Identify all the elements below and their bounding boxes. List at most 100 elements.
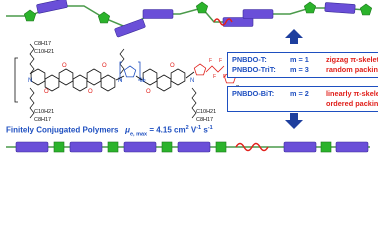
naphthalene-rect bbox=[177, 141, 211, 153]
alkyl-label: C8H17 bbox=[196, 117, 213, 123]
fluorine-atom: F bbox=[213, 74, 216, 80]
repeat-bracket bbox=[138, 61, 141, 81]
alkyl-label: C10H21 bbox=[34, 49, 54, 55]
bottom-info-box: PNBDO-BiT: m = 2 linearly π-skeleton ord… bbox=[227, 86, 378, 112]
bithiophene-square bbox=[215, 141, 227, 153]
benzene-ring bbox=[142, 68, 158, 86]
alkyl-chain bbox=[119, 48, 125, 75]
oxygen-atom: O bbox=[146, 89, 151, 95]
bond bbox=[115, 75, 125, 81]
naphthalene-unit bbox=[114, 18, 146, 38]
oxygen-atom: O bbox=[102, 63, 107, 69]
bond bbox=[185, 71, 195, 79]
naphthalene-rect bbox=[335, 141, 369, 153]
thiophene-pentagon bbox=[359, 3, 373, 16]
mobility-subscript: e, max bbox=[129, 131, 148, 138]
naphthalene-unit bbox=[142, 9, 174, 19]
skeleton-desc: zigzag π-skeleton bbox=[326, 55, 378, 64]
polymer-name: PNBDO-TriT: bbox=[232, 65, 276, 74]
alkyl-label: C10H21 bbox=[34, 109, 54, 115]
naphthalene-rect bbox=[114, 18, 146, 38]
alkyl-label: C8H17 bbox=[34, 117, 51, 123]
unit-volt: V bbox=[188, 125, 197, 135]
top-info-box: PNBDO-T: m = 1 zigzag π-skeleton PNBDO-T… bbox=[227, 52, 378, 78]
chain-backbone bbox=[6, 5, 367, 29]
thiophene-pentagon bbox=[23, 9, 37, 22]
mobility-caption: Finitely Conjugated Polymers μe, max = 4… bbox=[6, 125, 213, 137]
naphthalene-unit bbox=[242, 9, 274, 19]
up-arrow bbox=[285, 29, 303, 44]
alkyl-label: C8H17 bbox=[34, 41, 51, 47]
oxygen-atom: O bbox=[170, 63, 175, 69]
polymer-name: PNBDO-BiT: bbox=[232, 89, 275, 98]
packing-desc: random packing bbox=[326, 65, 378, 74]
oxygen-atom: O bbox=[62, 63, 67, 69]
repeat-count: m = 1 bbox=[290, 55, 309, 64]
naphthalene-rect bbox=[123, 141, 157, 153]
thiophene-pentagon bbox=[195, 1, 209, 14]
flexible-linker bbox=[235, 142, 269, 152]
naphthalene-rect bbox=[142, 9, 174, 19]
polymer-name: PNBDO-T: bbox=[232, 55, 267, 64]
naphthalene-rect bbox=[69, 141, 103, 153]
bottom-polymer-chain bbox=[6, 141, 370, 153]
caption-title: Finitely Conjugated Polymers bbox=[6, 125, 119, 135]
bithiophene-square bbox=[320, 141, 332, 153]
bithiophene-square bbox=[107, 141, 119, 153]
bond bbox=[135, 75, 143, 81]
benzene-ring bbox=[72, 74, 88, 92]
fluorine-atom: F bbox=[219, 58, 222, 64]
repeat-bracket bbox=[119, 61, 122, 81]
flexible-linker bbox=[213, 18, 233, 26]
repeat-m-label: m bbox=[141, 78, 146, 84]
fluoro-linker bbox=[205, 65, 225, 73]
thiophene-ring bbox=[193, 63, 207, 76]
bithiophene-square bbox=[53, 141, 65, 153]
thiophene-ring bbox=[123, 65, 137, 78]
benzene-ring bbox=[58, 68, 74, 86]
alkyl-chain bbox=[29, 43, 35, 75]
naphthalene-rect bbox=[15, 141, 49, 153]
benzene-ring bbox=[156, 74, 172, 92]
naphthalene-rect bbox=[242, 9, 274, 19]
benzene-ring bbox=[30, 68, 46, 86]
bithiophene-square bbox=[161, 141, 173, 153]
nitrogen-atom: N bbox=[118, 78, 122, 84]
unit-exponent: -1 bbox=[196, 125, 202, 131]
repeat-count: m = 3 bbox=[290, 65, 309, 74]
naphthalene-unit bbox=[36, 0, 68, 14]
polymer-name-empty bbox=[232, 99, 290, 109]
nitrogen-atom: N bbox=[28, 78, 32, 84]
oxygen-atom: O bbox=[88, 89, 93, 95]
skeleton-desc: linearly π-skeleton bbox=[326, 89, 378, 98]
mobility-symbol: μ bbox=[125, 125, 130, 135]
top-polymer-chain bbox=[6, 0, 373, 38]
nitrogen-atom: N bbox=[140, 78, 144, 84]
unit-exponent: 2 bbox=[185, 125, 189, 131]
packing-desc: ordered packing bbox=[326, 99, 378, 108]
benzene-ring bbox=[100, 74, 116, 92]
alkyl-chain bbox=[29, 87, 35, 119]
naphthalene-rect bbox=[283, 141, 317, 153]
thiophene-pentagon bbox=[97, 11, 111, 24]
naphthalene-unit bbox=[324, 2, 356, 14]
benzene-ring bbox=[86, 68, 102, 86]
polymer-bracket bbox=[14, 57, 18, 103]
naphthalene-rect bbox=[324, 2, 356, 14]
down-arrow bbox=[285, 113, 303, 129]
mobility-value: = 4.15 cm bbox=[149, 125, 186, 135]
nitrogen-atom: N bbox=[190, 78, 194, 84]
benzene-ring bbox=[170, 68, 186, 86]
alkyl-chain bbox=[191, 87, 197, 119]
unit-exponent: -1 bbox=[207, 125, 213, 131]
naphthalene-rect bbox=[36, 0, 68, 14]
oxygen-atom: O bbox=[44, 89, 49, 95]
repeat-count-empty bbox=[290, 99, 326, 109]
fluorine-atom: F bbox=[209, 58, 212, 64]
unit-second: s bbox=[201, 125, 208, 135]
thiophene-pentagon bbox=[303, 1, 317, 14]
alkyl-label: C10H21 bbox=[196, 109, 216, 115]
repeat-count: m = 2 bbox=[290, 89, 309, 98]
